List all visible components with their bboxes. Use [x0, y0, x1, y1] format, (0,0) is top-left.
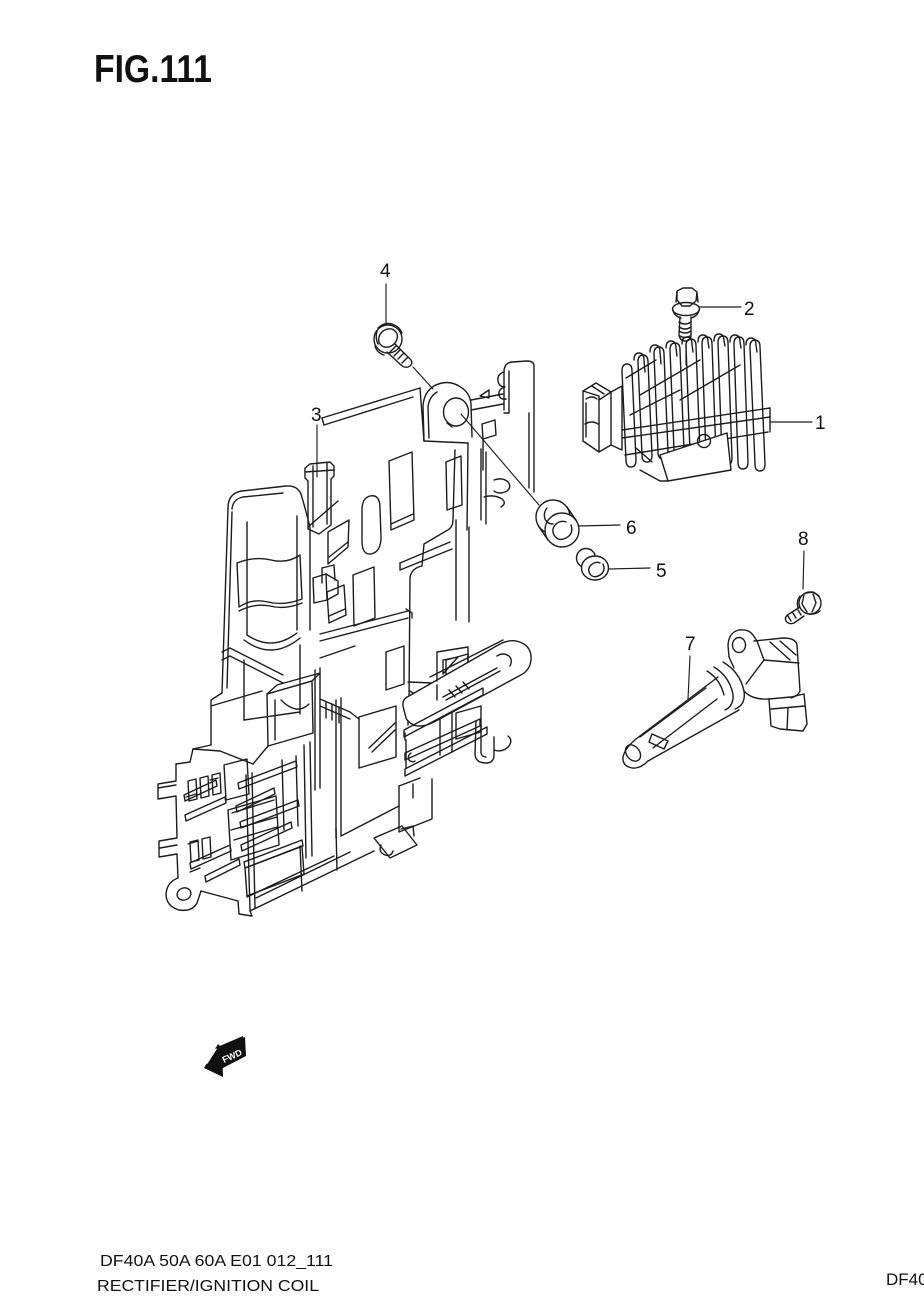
- svg-text:7: 7: [685, 634, 696, 655]
- svg-text:6: 6: [626, 518, 637, 539]
- svg-text:RECTIFIER/IGNITION COIL: RECTIFIER/IGNITION COIL: [97, 1278, 319, 1295]
- svg-text:DF40A 50A 60A E01 012_111: DF40A 50A 60A E01 012_111: [100, 1253, 333, 1270]
- svg-text:DF40A: DF40A: [886, 1270, 924, 1289]
- svg-text:1: 1: [815, 413, 826, 434]
- svg-text:2: 2: [744, 299, 755, 320]
- svg-text:5: 5: [656, 561, 667, 582]
- svg-text:FIG.111: FIG.111: [94, 48, 212, 91]
- svg-text:4: 4: [380, 261, 391, 282]
- svg-text:3: 3: [311, 405, 322, 426]
- svg-text:8: 8: [798, 529, 809, 550]
